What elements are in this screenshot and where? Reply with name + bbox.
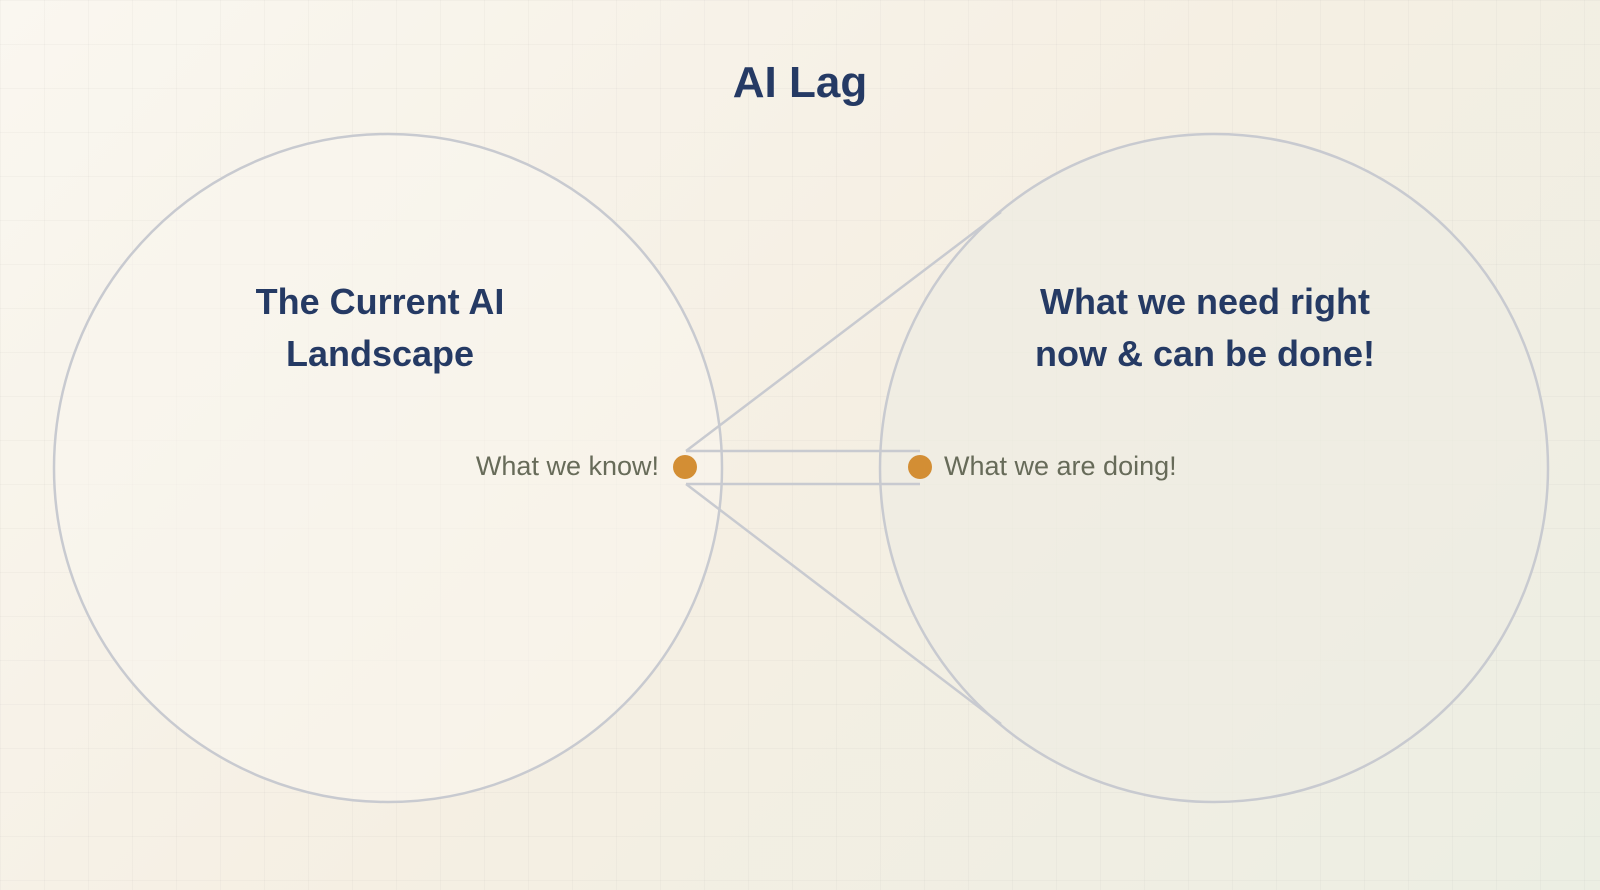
left-circle	[52, 132, 724, 804]
left-circle-heading: The Current AI Landscape	[230, 276, 530, 380]
right-circle	[878, 132, 1550, 804]
upper-diagonal-connector	[685, 211, 1002, 452]
left-point-dot	[673, 455, 697, 479]
left-heading-line-1: The Current AI	[255, 281, 505, 322]
right-heading-line-1: What we need right	[1039, 281, 1370, 322]
left-point-label: What we know!	[475, 451, 659, 481]
right-point-dot	[908, 455, 932, 479]
right-circle-heading: What we need right now & can be done!	[1010, 276, 1400, 380]
right-point-label: What we are doing!	[944, 451, 1177, 481]
lower-diagonal-connector	[685, 483, 1002, 725]
left-heading-line-2: Landscape	[285, 333, 475, 374]
diagram-title: AI Lag	[732, 58, 868, 107]
right-heading-line-2: now & can be done!	[1034, 333, 1375, 374]
